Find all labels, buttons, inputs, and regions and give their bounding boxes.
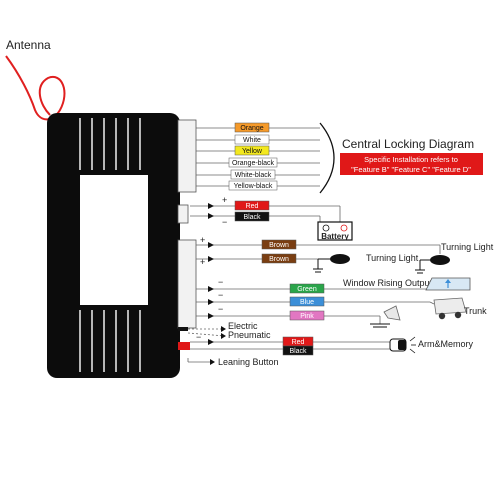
leaning-button-label: Leaning Button xyxy=(218,357,279,367)
window-icon xyxy=(425,277,471,291)
output-wires: − − − Green Blue Pink xyxy=(196,277,430,321)
trunk-icon xyxy=(429,297,467,320)
plus-sign-1: + xyxy=(200,235,205,245)
wire-white-label: White xyxy=(243,137,261,144)
note-line-1: Specific Installation refers to xyxy=(364,155,458,164)
wire-bracket xyxy=(319,122,335,194)
wire-black2-label: Black xyxy=(289,348,307,355)
installation-note: Specific Installation refers to "Feature… xyxy=(340,153,483,175)
turning-light-wires: + + Brown Brown xyxy=(196,235,440,267)
wire-white-black-label: White-black xyxy=(235,172,272,179)
wire-orange-label: Orange xyxy=(240,125,263,132)
plus-sign-2: + xyxy=(200,257,205,267)
arm-memory-label: Arm&Memory xyxy=(418,339,474,349)
minus-sign-2: − xyxy=(218,290,223,300)
wire-yellow-label: Yellow xyxy=(242,148,263,155)
control-module xyxy=(47,113,197,378)
wire-brown2-label: Brown xyxy=(269,256,289,263)
battery-label: Battery xyxy=(321,232,349,241)
minus-sign-1: − xyxy=(218,277,223,287)
wire-red-label: Red xyxy=(246,203,259,210)
led-icon xyxy=(389,336,416,354)
wire-brown1-label: Brown xyxy=(269,242,289,249)
electric-label: Electric xyxy=(228,321,258,331)
wire-black-label: Black xyxy=(243,214,261,221)
bulb-icon-left xyxy=(313,254,350,273)
battery-icon: Battery xyxy=(317,221,353,241)
central-locking-title: Central Locking Diagram xyxy=(342,137,474,151)
minus-sign-4: − xyxy=(196,332,201,342)
wire-pink-label: Pink xyxy=(300,313,314,320)
window-rising-label: Window Rising Output xyxy=(343,278,433,288)
wire-green-label: Green xyxy=(297,286,317,293)
trunk-label: Trunk xyxy=(464,306,487,316)
wire-blue-label: Blue xyxy=(300,299,314,306)
antenna-wire xyxy=(5,55,66,121)
minus-sign: − xyxy=(222,217,227,227)
bulb-icon-right xyxy=(415,255,450,274)
power-wires: + − Red Black xyxy=(190,195,341,227)
antenna-label: Antenna xyxy=(6,38,51,52)
horn-icon xyxy=(370,305,401,328)
central-locking-wires: Orange White Yellow Orange-black White-b… xyxy=(196,122,335,194)
wire-orange-black-label: Orange-black xyxy=(232,160,275,167)
pneumatic-label: Pneumatic xyxy=(228,330,271,340)
plus-sign: + xyxy=(222,195,227,205)
turning-light-right-label: Turning Light xyxy=(441,242,494,252)
wire-yellow-black-label: Yellow-black xyxy=(234,183,273,190)
note-line-2: "Feature B" "Feature C" "Feature D" xyxy=(351,165,471,174)
wire-red2-label: Red xyxy=(292,339,305,346)
turning-light-left-label: Turning Light xyxy=(366,253,419,263)
minus-sign-3: − xyxy=(218,304,223,314)
lower-connections: − Red Black xyxy=(187,326,390,365)
